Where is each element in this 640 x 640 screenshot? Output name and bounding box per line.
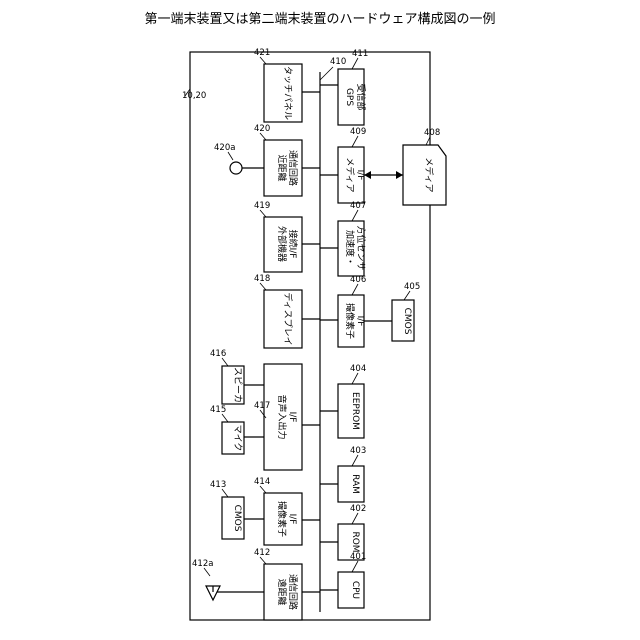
- svg-text:EEPROM: EEPROM: [350, 392, 360, 430]
- svg-text:撮像素子: 撮像素子: [276, 501, 288, 537]
- svg-text:接続I/F: 接続I/F: [287, 230, 299, 259]
- svg-text:401: 401: [350, 552, 366, 562]
- svg-text:418: 418: [254, 274, 270, 284]
- svg-text:416: 416: [210, 349, 226, 359]
- svg-text:411: 411: [352, 49, 368, 59]
- svg-text:ディスプレイ: ディスプレイ: [282, 292, 294, 345]
- microphone-block: マイク 415: [210, 405, 244, 454]
- eeprom-block: EEPROM 404: [338, 364, 366, 438]
- svg-text:CMOS: CMOS: [402, 308, 412, 335]
- svg-text:タッチパネル: タッチパネル: [282, 66, 293, 120]
- near-antenna-ref: 420a: [214, 143, 235, 153]
- near-field-circuit-block: 近距離 通信回路 420: [254, 124, 302, 196]
- svg-text:409: 409: [350, 127, 366, 137]
- far-antenna-ref: 412a: [192, 559, 213, 569]
- svg-text:415: 415: [210, 405, 226, 415]
- image-sensor-if-right-block: 撮像素子 I/F 406: [338, 275, 366, 347]
- speaker-block: スピーカ 416: [210, 349, 244, 404]
- svg-text:408: 408: [424, 128, 440, 138]
- svg-text:マイク: マイク: [232, 425, 243, 452]
- display-block: ディスプレイ 418: [254, 274, 302, 348]
- svg-text:方位センサ: 方位センサ: [355, 225, 367, 270]
- svg-text:413: 413: [210, 480, 226, 490]
- svg-text:402: 402: [350, 504, 366, 514]
- svg-text:近距離: 近距離: [276, 154, 288, 181]
- svg-text:ROM: ROM: [350, 531, 360, 552]
- ram-block: RAM 403: [338, 446, 366, 502]
- svg-text:419: 419: [254, 201, 270, 211]
- svg-text:通信回路: 通信回路: [287, 574, 299, 610]
- svg-text:417: 417: [254, 401, 270, 411]
- far-field-circuit-block: 遠距離 通信回路 412: [254, 548, 302, 620]
- cmos-left-block: CMOS 413: [210, 480, 244, 539]
- svg-text:405: 405: [404, 282, 420, 292]
- svg-text:メディア: メディア: [423, 157, 435, 192]
- svg-text:414: 414: [254, 477, 270, 487]
- touch-panel-block: タッチパネル 421: [254, 48, 302, 122]
- svg-text:外部機器: 外部機器: [276, 226, 288, 262]
- image-sensor-if-left-block: 撮像素子 I/F 414: [254, 477, 302, 545]
- svg-text:I/F: I/F: [355, 316, 365, 327]
- cmos-right-block: CMOS 405: [392, 282, 420, 341]
- svg-text:407: 407: [350, 201, 366, 211]
- svg-text:遠距離: 遠距離: [276, 578, 288, 605]
- svg-text:スピーカ: スピーカ: [232, 367, 243, 403]
- svg-text:受信部: 受信部: [355, 83, 367, 110]
- media-block: メディア 408: [403, 128, 446, 205]
- svg-text:撮像素子: 撮像素子: [344, 303, 356, 339]
- svg-text:406: 406: [350, 275, 366, 285]
- svg-text:I/F: I/F: [287, 514, 297, 525]
- svg-text:421: 421: [254, 48, 270, 58]
- svg-text:加速度・: 加速度・: [344, 230, 356, 266]
- svg-text:CMOS: CMOS: [232, 505, 242, 532]
- accel-sensor-block: 加速度・ 方位センサ 407: [338, 201, 367, 276]
- device-ref: 10,20: [182, 91, 206, 101]
- external-device-if-block: 外部機器 接続I/F 419: [254, 201, 302, 272]
- svg-text:通信回路: 通信回路: [287, 150, 299, 186]
- svg-text:I/F: I/F: [287, 412, 297, 423]
- svg-text:403: 403: [350, 446, 366, 456]
- svg-text:404: 404: [350, 364, 366, 374]
- bus-ref: 410: [330, 57, 346, 67]
- audio-io-if-block: 音声入出力 I/F 417: [254, 364, 302, 470]
- svg-text:メディア: メディア: [344, 157, 356, 192]
- near-antenna-icon: [230, 162, 242, 174]
- svg-text:CPU: CPU: [350, 581, 360, 599]
- svg-text:RAM: RAM: [350, 474, 360, 494]
- svg-text:420: 420: [254, 124, 270, 134]
- svg-text:GPS: GPS: [344, 88, 354, 106]
- svg-text:412: 412: [254, 548, 270, 558]
- svg-text:I/F: I/F: [355, 170, 365, 181]
- svg-text:音声入出力: 音声入出力: [276, 394, 288, 439]
- media-if-block: メディア I/F 409: [338, 127, 366, 203]
